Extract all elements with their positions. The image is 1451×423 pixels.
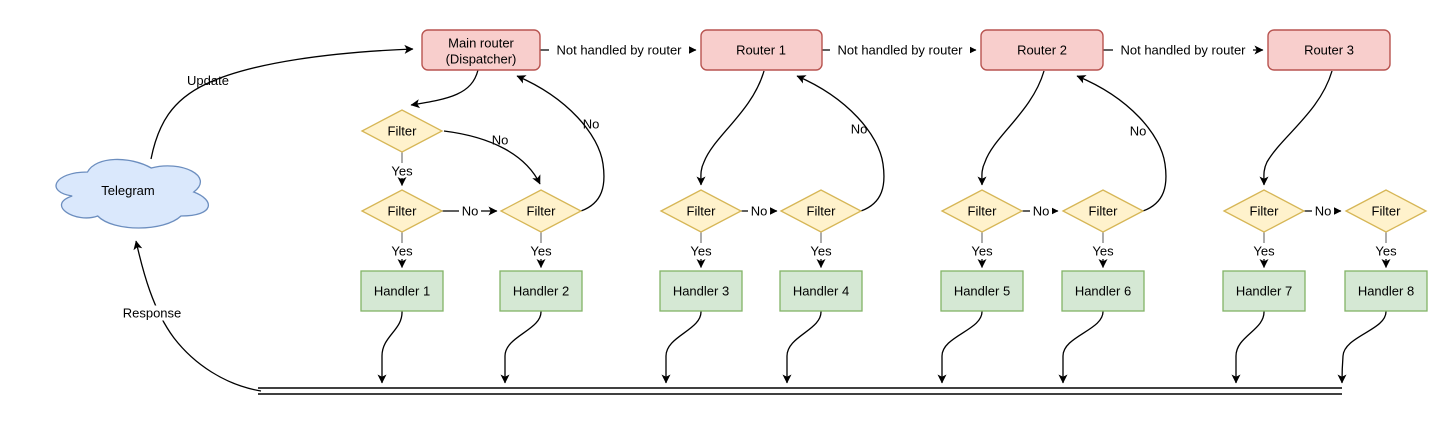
filter-diamond-7: Filter xyxy=(1061,189,1145,233)
filter-label: Filter xyxy=(527,204,557,219)
response-label: Response xyxy=(123,306,182,321)
no-label: No xyxy=(751,204,768,219)
handler8-to-bus-edge xyxy=(1337,310,1387,384)
no-label: No xyxy=(462,204,479,219)
no-label: No xyxy=(851,122,868,137)
dispatcher-label-line1: Main router xyxy=(448,36,514,51)
yes-label: Yes xyxy=(1253,244,1275,259)
handler-label: Handler 6 xyxy=(1075,284,1131,299)
handler-node-1: Handler 1 xyxy=(360,270,444,312)
handler-node-2: Handler 2 xyxy=(499,270,583,312)
handler4-to-bus-edge xyxy=(782,310,822,384)
router3-label: Router 3 xyxy=(1304,43,1354,58)
telegram-cloud: Telegram xyxy=(55,158,210,229)
edge-labels: Update Response Not handled by router No… xyxy=(116,42,1397,321)
router2-to-filter-edge xyxy=(977,70,1045,186)
update-edge xyxy=(150,44,414,160)
handler-label: Handler 5 xyxy=(954,284,1010,299)
filter-diamond-8: Filter xyxy=(1222,189,1306,233)
not-handled-label-3: Not handled by router xyxy=(1120,43,1246,58)
no-label: No xyxy=(1130,124,1147,139)
yes-label: Yes xyxy=(1092,244,1114,259)
yes-label: Yes xyxy=(530,244,552,259)
filter-diamond-6: Filter xyxy=(940,189,1024,233)
yes-label: Yes xyxy=(391,244,413,259)
filter-label: Filter xyxy=(388,204,418,219)
yes-label: Yes xyxy=(690,244,712,259)
handler7-to-bus-edge xyxy=(1231,310,1265,384)
response-bus-line xyxy=(258,387,1342,395)
filter-label: Filter xyxy=(1089,204,1119,219)
response-edge xyxy=(133,240,262,392)
filter-diamond-3: Filter xyxy=(499,189,583,233)
handler-label: Handler 2 xyxy=(513,284,569,299)
router3-to-filter-edge xyxy=(1259,70,1333,186)
filter-diamond-2: Filter xyxy=(360,189,444,233)
not-handled-label-1: Not handled by router xyxy=(556,43,682,58)
router3-box xyxy=(1267,29,1391,71)
handler2-to-bus-edge xyxy=(500,310,542,384)
filter-diamond-4: Filter xyxy=(659,189,743,233)
filter-diamond-9: Filter xyxy=(1344,189,1428,233)
handler5-to-bus-edge xyxy=(937,310,983,384)
handler6-to-bus-edge xyxy=(1058,310,1104,384)
router1-box xyxy=(700,29,823,71)
yes-connectors xyxy=(397,152,1391,268)
handler3-to-bus-edge xyxy=(661,310,702,384)
filter-label: Filter xyxy=(1372,204,1402,219)
no-label: No xyxy=(583,117,600,132)
dispatcher-box xyxy=(421,29,541,71)
router1-node: Router 1 xyxy=(700,29,823,71)
handler-label: Handler 1 xyxy=(374,284,430,299)
handler-node-5: Handler 5 xyxy=(940,270,1024,312)
handler-node-8: Handler 8 xyxy=(1344,270,1428,312)
dispatcher-label-line2: (Dispatcher) xyxy=(446,52,517,67)
no-loop-router2-edge xyxy=(1076,75,1167,212)
dispatcher-node: Main router (Dispatcher) xyxy=(421,29,541,71)
handler-label: Handler 8 xyxy=(1358,284,1414,299)
yes-label: Yes xyxy=(1375,244,1397,259)
telegram-label: Telegram xyxy=(101,183,154,198)
handler-label: Handler 4 xyxy=(793,284,849,299)
router2-label: Router 2 xyxy=(1017,43,1067,58)
edges xyxy=(133,44,1391,392)
no-loop-router1-edge xyxy=(796,75,885,212)
no-label: No xyxy=(1033,204,1050,219)
router2-box xyxy=(980,29,1104,71)
yes-label: Yes xyxy=(971,244,993,259)
router2-node: Router 2 xyxy=(980,29,1104,71)
handler-node-4: Handler 4 xyxy=(779,270,863,312)
handler-node-7: Handler 7 xyxy=(1222,270,1306,312)
filter-label: Filter xyxy=(687,204,717,219)
handler-node-3: Handler 3 xyxy=(659,270,743,312)
filter-label: Filter xyxy=(388,124,418,139)
cloud-icon xyxy=(55,158,210,229)
update-label: Update xyxy=(187,73,229,88)
handler-node-6: Handler 6 xyxy=(1061,270,1145,312)
yes-label: Yes xyxy=(810,244,832,259)
handler-label: Handler 7 xyxy=(1236,284,1292,299)
handler-label: Handler 3 xyxy=(673,284,729,299)
router3-node: Router 3 xyxy=(1267,29,1391,71)
no-label: No xyxy=(492,133,509,148)
router1-to-filter-edge xyxy=(696,70,765,186)
no-loop-dispatcher-edge xyxy=(516,75,605,212)
dispatcher-to-filter-edge xyxy=(410,69,479,109)
filter-diamond-1: Filter xyxy=(360,109,444,153)
filter-nodes: Filter Filter Filter Filter Filter Filte… xyxy=(360,109,1428,233)
router1-label: Router 1 xyxy=(736,43,786,58)
filter-diamond-5: Filter xyxy=(779,189,863,233)
filter-label: Filter xyxy=(807,204,837,219)
filter-label: Filter xyxy=(1250,204,1280,219)
yes-label: Yes xyxy=(391,164,413,179)
filter-no-curve-edge xyxy=(443,130,541,185)
handler-nodes: Handler 1 Handler 2 Handler 3 Handler 4 … xyxy=(360,270,1428,312)
handler1-to-bus-edge xyxy=(377,310,403,384)
filter-label: Filter xyxy=(968,204,998,219)
no-label: No xyxy=(1315,204,1332,219)
not-handled-label-2: Not handled by router xyxy=(837,43,963,58)
